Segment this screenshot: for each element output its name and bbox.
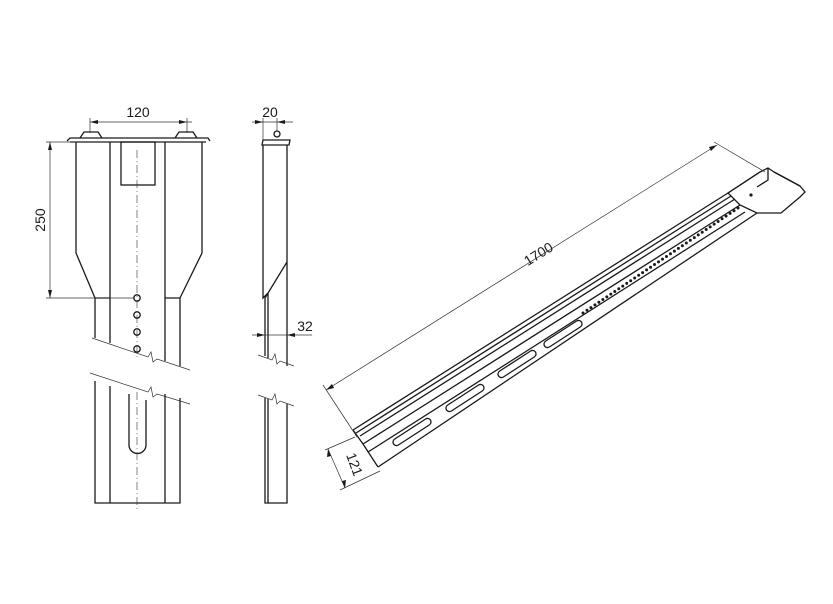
iso-hole <box>668 252 672 256</box>
iso-hole <box>692 236 696 240</box>
iso-hole <box>724 214 728 218</box>
iso-hole <box>672 249 676 253</box>
iso-hole <box>605 295 609 299</box>
iso-hole <box>732 209 736 213</box>
iso-hole <box>581 311 585 315</box>
iso-holes <box>581 206 740 315</box>
iso-hole <box>589 306 593 310</box>
iso-hole <box>601 298 605 302</box>
break-line-lower <box>89 372 191 405</box>
iso-hole <box>716 219 720 223</box>
iso-hole <box>684 241 688 245</box>
dim-front-width: 120 <box>126 104 150 120</box>
dim-iso-length: 1700 <box>521 239 556 269</box>
iso-hole <box>704 228 708 232</box>
iso-hole <box>660 257 664 261</box>
iso-hole <box>696 233 700 237</box>
iso-hole <box>657 260 661 264</box>
iso-hole <box>645 268 649 272</box>
side-break-upper <box>257 352 295 367</box>
dim-side-bottom: 32 <box>297 318 313 334</box>
iso-hole <box>653 263 657 267</box>
iso-hole <box>680 244 684 248</box>
iso-hole <box>688 238 692 242</box>
dim-front-height: 250 <box>32 208 48 232</box>
front-view: 120 250 <box>32 104 211 510</box>
iso-hole <box>649 265 653 269</box>
break-line-upper <box>91 337 191 371</box>
iso-hole <box>609 292 613 296</box>
iso-hole <box>597 300 601 304</box>
slots <box>392 319 583 447</box>
iso-hole <box>708 225 712 229</box>
iso-hole <box>613 289 617 293</box>
iso-hole <box>621 284 625 288</box>
iso-hole <box>676 246 680 250</box>
iso-hole <box>585 308 589 312</box>
iso-hole <box>664 254 668 258</box>
iso-hole <box>617 287 621 291</box>
isometric-view: 1700 121 <box>322 141 806 491</box>
iso-hole <box>641 271 645 275</box>
iso-hole <box>728 211 732 215</box>
dim-iso-width: 121 <box>343 451 366 479</box>
iso-hole <box>720 217 724 221</box>
iso-hole <box>736 206 740 210</box>
side-view: 20 32 <box>252 104 313 504</box>
iso-hole <box>633 276 637 280</box>
iso-hole <box>712 222 716 226</box>
iso-hole <box>593 303 597 307</box>
iso-hole <box>637 273 641 277</box>
iso-hole <box>629 279 633 283</box>
iso-hole <box>625 281 629 285</box>
iso-hole <box>700 230 704 234</box>
dim-side-top: 20 <box>262 104 278 120</box>
